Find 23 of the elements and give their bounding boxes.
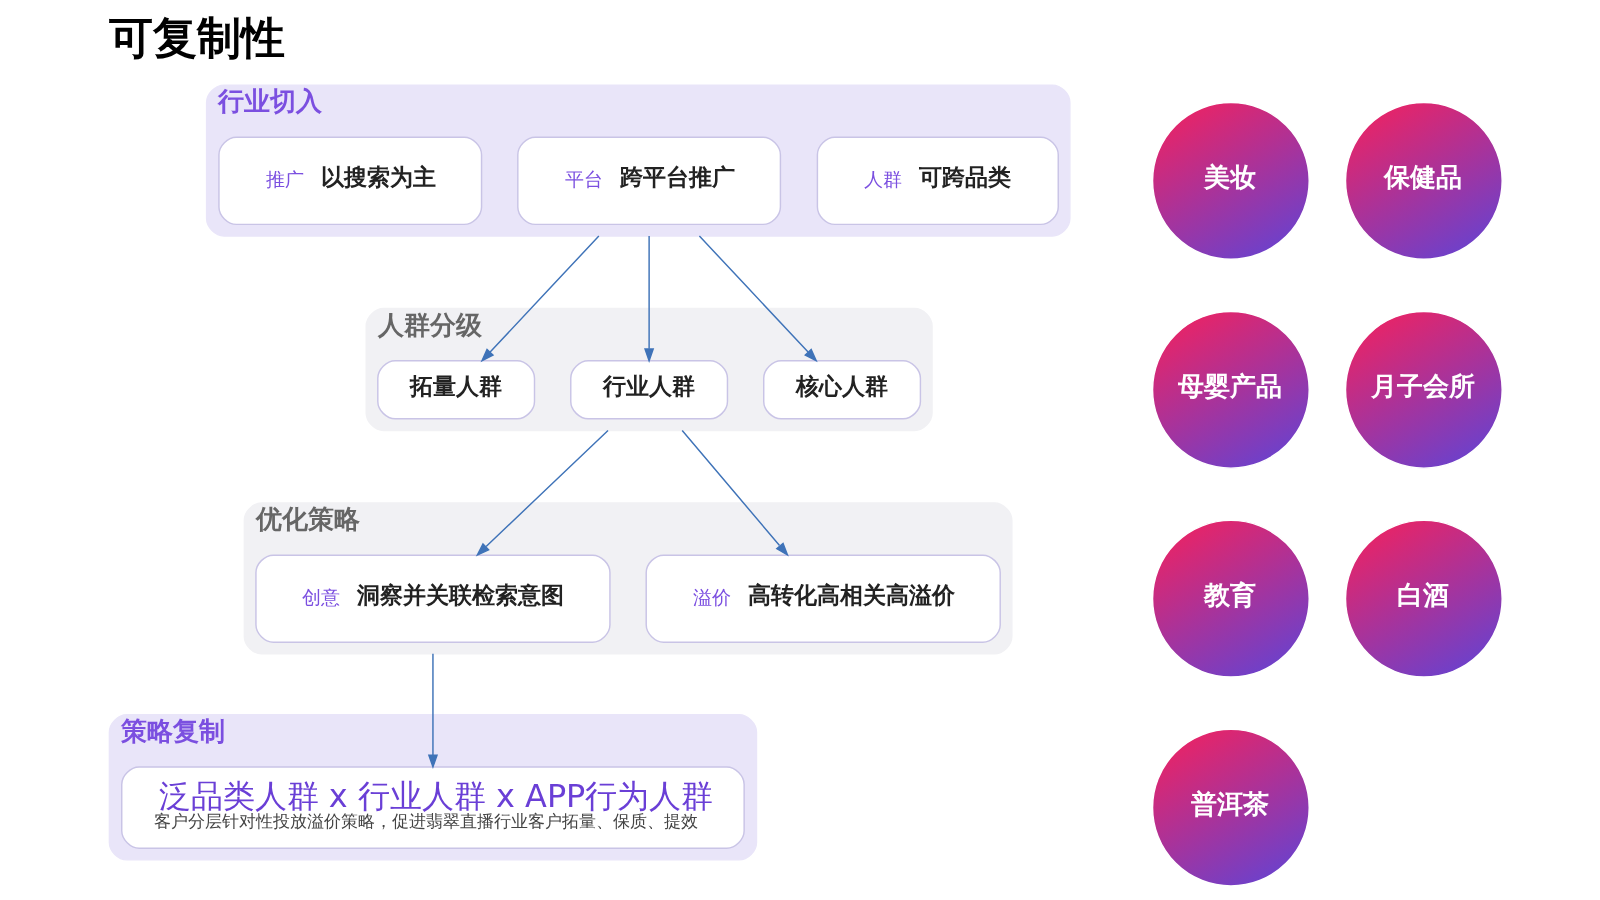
node-circle: 月子会所	[1344, 310, 1503, 469]
node-box: 创意 洞察并关联检索意图	[255, 554, 611, 643]
arrow	[681, 429, 789, 557]
node-circle: 保健品	[1344, 101, 1503, 260]
arrow	[698, 235, 818, 363]
node-box: 核心人群	[763, 360, 922, 420]
node-box: 泛品类人群 x 行业人群 x APP行为人群 客户分层针对性投放溢价策略，促进翡翠直播行业客户拓量、保质、提效	[121, 766, 745, 849]
node-circle: 教育	[1151, 519, 1310, 678]
node-box: 溢价 高转化高相关高溢价	[645, 554, 1001, 643]
node-box: 平台 跨平台推广	[517, 136, 782, 226]
node-box: 人群 可跨品类	[816, 136, 1059, 226]
node-circle: 母婴产品	[1151, 310, 1310, 469]
node-circle: 美妆	[1151, 101, 1310, 260]
arrow	[427, 653, 439, 770]
node-box: 推广 以搜索为主	[218, 136, 483, 226]
node-box: 行业人群	[570, 360, 729, 420]
node-circle: 普洱茶	[1151, 728, 1310, 887]
arrow	[644, 235, 655, 363]
node-circle: 白酒	[1344, 519, 1503, 678]
node-box: 拓量人群	[377, 360, 536, 420]
diagram-title: 可复制性	[109, 13, 286, 64]
arrow	[475, 429, 609, 557]
arrow	[480, 235, 600, 363]
